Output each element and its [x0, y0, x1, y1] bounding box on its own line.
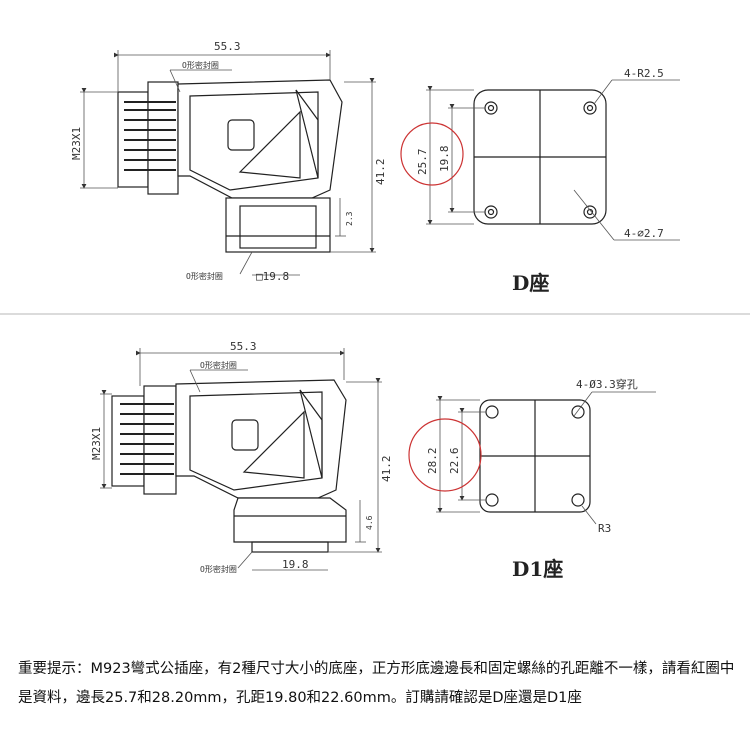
d-hole-pitch-label: 19.8	[438, 146, 451, 173]
d1-base-plan	[479, 399, 591, 513]
d1-side-length-label: 28.2	[426, 448, 439, 475]
d-side-view	[117, 79, 343, 253]
d-side-dimensions	[80, 50, 376, 276]
d1-height-label: 41.2	[380, 456, 393, 483]
technical-drawing: 55.3 O形密封圈 M23X1 41.2 2.3 O形密封圈 □19.8 25…	[0, 40, 750, 581]
d1-oring-bottom-label: O形密封圈	[200, 564, 237, 574]
d1-thread-label: M23X1	[90, 427, 103, 460]
d-small-dim-label: 2.3	[345, 211, 354, 226]
d-base-square-label: □19.8	[256, 270, 289, 283]
d-height-label: 41.2	[374, 159, 387, 186]
d1-corner-radius-label: R3	[598, 522, 611, 535]
d-base-dimensions	[426, 79, 680, 241]
d-corner-radius-label: 4-R2.5	[624, 67, 664, 80]
d-highlight-circle	[400, 122, 464, 186]
d-thread-label: M23X1	[70, 127, 83, 160]
d1-title: D1座	[512, 557, 563, 581]
d1-highlight-circle	[408, 418, 482, 492]
d1-side-dimensions	[100, 348, 382, 571]
d-oring-top-label: O形密封圈	[182, 60, 219, 70]
d1-hole-pitch-label: 22.6	[448, 448, 461, 475]
d-title: D座	[512, 271, 549, 295]
d1-base-dimensions	[436, 391, 656, 525]
d1-oring-top-label: O形密封圈	[200, 360, 237, 370]
d1-small-dim-label: 4.6	[365, 515, 374, 530]
d-length-label: 55.3	[214, 40, 241, 53]
d1-side-view	[111, 379, 347, 553]
d1-base-width-label: 19.8	[282, 558, 309, 571]
d-oring-bottom-label: O形密封圈	[186, 271, 223, 281]
important-note: 重要提示：M923彎式公插座，有2種尺寸大小的底座，正方形底邊邊長和固定螺絲的孔…	[18, 661, 735, 706]
d-holes-label: 4-⌀2.7	[624, 227, 664, 240]
d-base-plan	[473, 89, 607, 225]
d1-length-label: 55.3	[230, 340, 257, 353]
d1-holes-label: 4-Ø3.3穿孔	[576, 377, 638, 391]
d-side-length-label: 25.7	[416, 149, 429, 176]
